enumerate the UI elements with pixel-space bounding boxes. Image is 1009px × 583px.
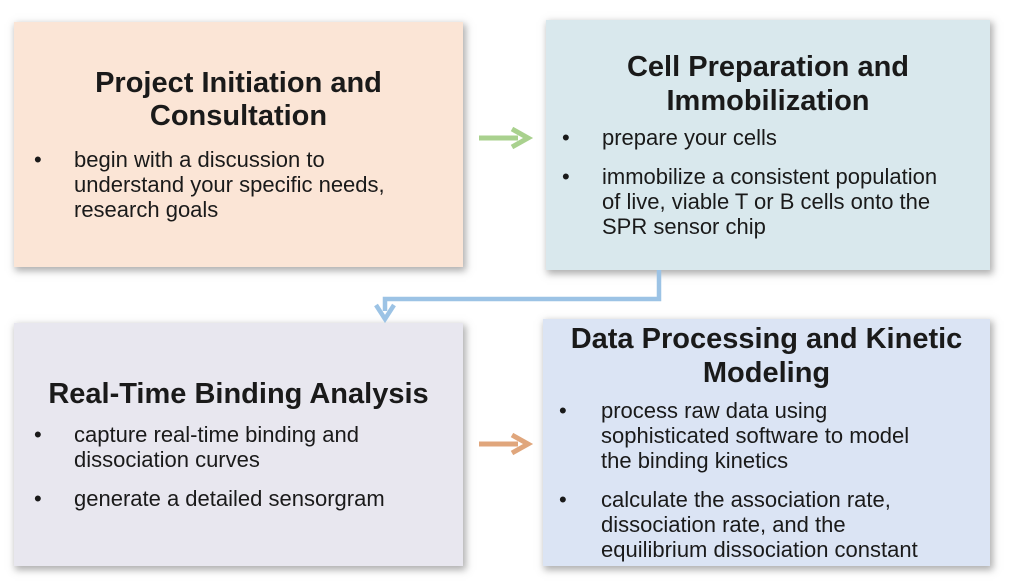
step-box-cell-preparation-and-immobilization: Cell Preparation and Immobilization prep… [546, 20, 990, 270]
bullet-text: capture real-time binding and dissociati… [74, 421, 359, 472]
step-title: Real-Time Binding Analysis [48, 378, 429, 411]
step-bullet-list: prepare your cells immobilize a consiste… [546, 125, 990, 239]
step-title: Project Initiation and Consultation [95, 66, 382, 132]
step-box-data-processing-and-kinetic-modeling: Data Processing and Kinetic Modeling pro… [543, 319, 990, 566]
step-bullet-list: begin with a discussion to understand yo… [14, 147, 463, 222]
bullet-item: begin with a discussion to understand yo… [14, 147, 463, 222]
step-bullet-list: process raw data using sophisticated sof… [543, 398, 990, 562]
arrow-head-icon [374, 303, 396, 324]
arrow-step3-to-step4 [479, 432, 534, 456]
step-bullet-list: capture real-time binding and dissociati… [14, 422, 463, 511]
bullet-text: generate a detailed sensorgram [74, 485, 385, 511]
arrow-head-icon [510, 126, 534, 150]
bullet-item: process raw data using sophisticated sof… [543, 398, 990, 473]
bullet-text: prepare your cells [602, 124, 777, 150]
arrow-line [382, 270, 662, 311]
arrow-step1-to-step2 [479, 126, 534, 150]
arrow-head-icon [510, 432, 534, 456]
bullet-item: generate a detailed sensorgram [14, 486, 463, 511]
bullet-text: calculate the association rate, dissocia… [601, 486, 918, 562]
bullet-item: calculate the association rate, dissocia… [543, 487, 990, 562]
bullet-item: capture real-time binding and dissociati… [14, 422, 463, 472]
step-title: Data Processing and Kinetic Modeling [570, 323, 963, 389]
bullet-text: immobilize a consistent population of li… [602, 163, 938, 239]
bullet-item: prepare your cells [546, 125, 990, 150]
step-box-project-initiation-and-consultation: Project Initiation and Consultation begi… [14, 22, 463, 267]
step-box-real-time-binding-analysis: Real-Time Binding Analysis capture real-… [14, 323, 463, 566]
bullet-text: process raw data using sophisticated sof… [601, 397, 910, 473]
bullet-text: begin with a discussion to understand yo… [74, 147, 385, 223]
arrow-step2-to-step3 [374, 270, 662, 324]
step-title: Cell Preparation and Immobilization [626, 51, 909, 117]
bullet-item: immobilize a consistent population of li… [546, 164, 990, 239]
